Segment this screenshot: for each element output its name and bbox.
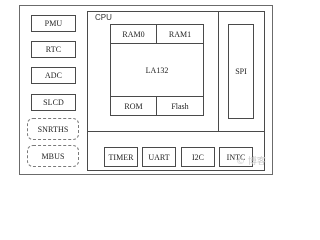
rtc-block: RTC [31,41,76,58]
uart-label: UART [148,152,170,162]
adc-block: ADC [31,67,76,84]
mbus-block: MBUS [27,145,79,167]
pmu-label: PMU [44,19,63,28]
rom-label: ROM [124,101,143,111]
snrths-label: SNRTHS [37,124,69,134]
rtc-label: RTC [45,45,62,54]
i2c-label: I2C [192,152,204,162]
bus-line [88,131,264,132]
pmu-block: PMU [31,15,76,32]
cpu-region [87,11,265,171]
watermark-text: 博客 [247,157,266,167]
rom-block: ROM [110,96,157,116]
ram0-label: RAM0 [122,29,145,39]
ram1-block: RAM1 [156,24,204,44]
watermark-symbol: © [236,157,245,167]
watermark: © 博客 [236,158,266,167]
timer-label: TIMER [108,152,134,162]
flash-label: Flash [171,101,189,111]
chip-outline [19,5,273,175]
adc-label: ADC [44,71,63,80]
intc-block: INTC [219,147,253,167]
i2c-block: I2C [181,147,215,167]
spi-label: SPI [235,67,247,76]
spi-divider [218,12,219,131]
intc-label: INTC [226,152,246,162]
core-label: LA132 [145,65,169,75]
snrths-block: SNRTHS [27,118,79,140]
spi-block: SPI [228,24,254,119]
cpu-label: CPU [95,13,112,22]
ram1-label: RAM1 [168,29,192,39]
flash-block: Flash [156,96,204,116]
mbus-label: MBUS [41,151,65,161]
timer-block: TIMER [104,147,138,167]
slcd-block: SLCD [31,94,76,111]
uart-block: UART [142,147,176,167]
soc-block-diagram: PMU RTC ADC SLCD SNRTHS MBUS CPU LA132 R… [19,5,273,175]
ram0-block: RAM0 [110,24,157,44]
slcd-label: SLCD [43,98,64,107]
